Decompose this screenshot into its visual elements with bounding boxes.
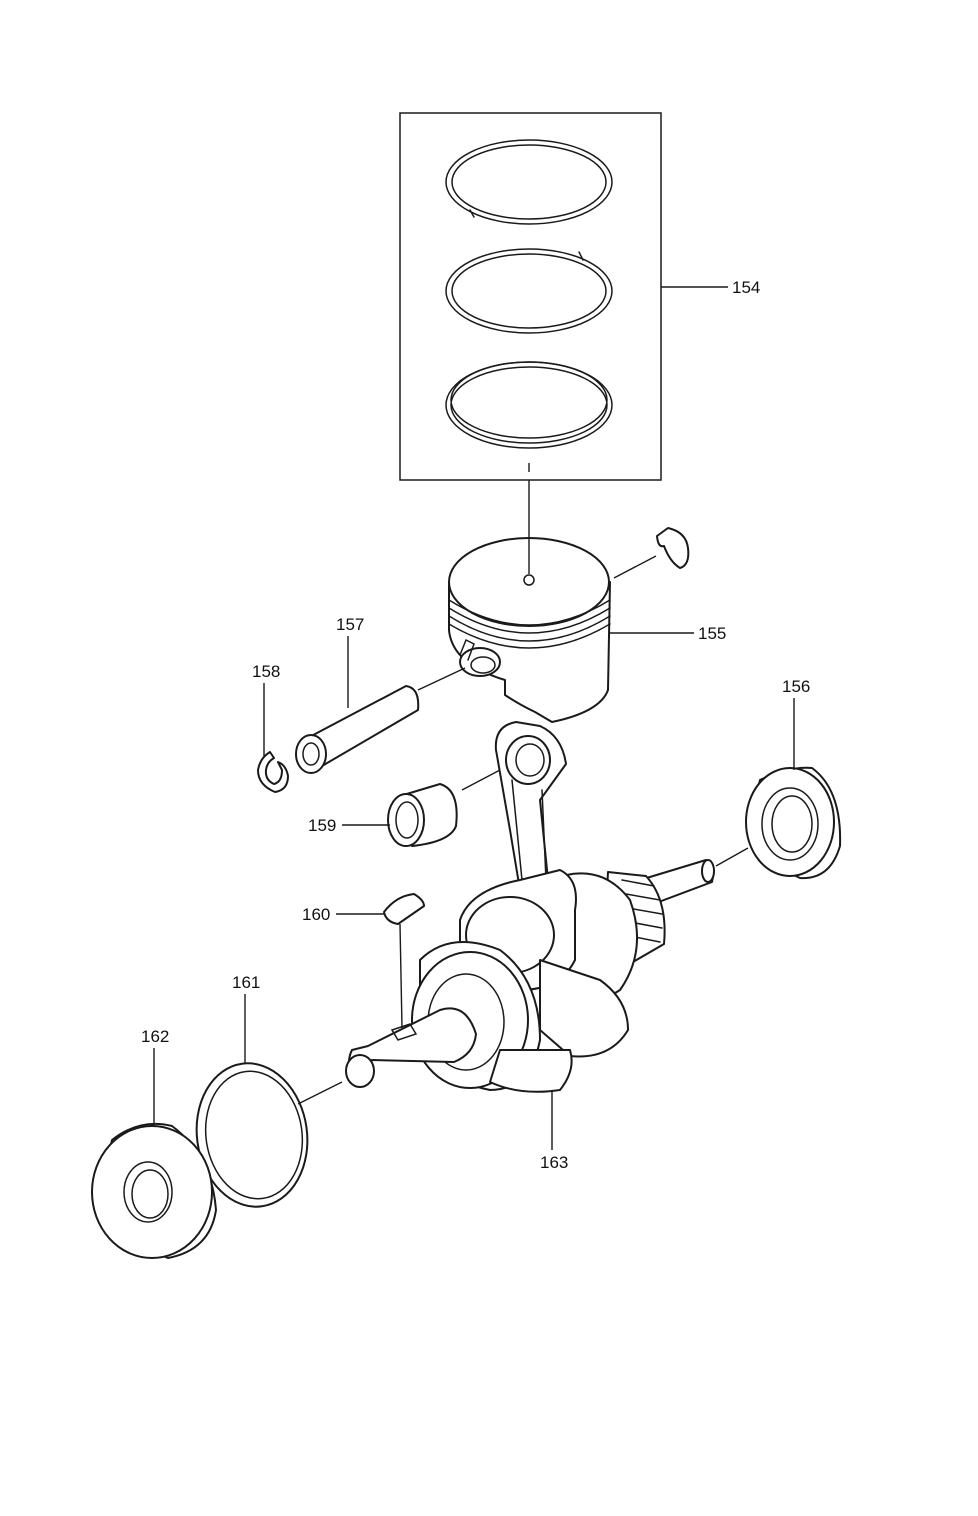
callout-162: 162 [141, 1027, 169, 1046]
callout-163: 163 [540, 1153, 568, 1172]
piston [448, 480, 611, 723]
callout-155: 155 [698, 624, 726, 643]
piston-pin-clip-left [257, 751, 289, 793]
small-end-bearing [387, 769, 501, 847]
callout-159: 159 [308, 816, 336, 835]
callout-154: 154 [732, 278, 760, 297]
piston-ring-top [445, 139, 613, 225]
callout-158: 158 [252, 662, 280, 681]
oil-seal-left [91, 1122, 217, 1259]
piston-pin-clip-right [656, 527, 690, 569]
piston-pin [295, 667, 466, 774]
piston-ring-set [399, 112, 662, 481]
callout-160: 160 [302, 905, 330, 924]
piston-ring-middle [445, 248, 613, 334]
woodruff-key [383, 893, 425, 925]
ring-set-box [399, 112, 662, 481]
callout-157: 157 [336, 615, 364, 634]
callout-161: 161 [232, 973, 260, 992]
oil-seal-right [715, 766, 842, 880]
crankshaft-assembly [345, 721, 715, 1093]
callout-156: 156 [782, 677, 810, 696]
piston-ring-oil [445, 361, 613, 449]
thrust-washer [195, 1062, 343, 1208]
